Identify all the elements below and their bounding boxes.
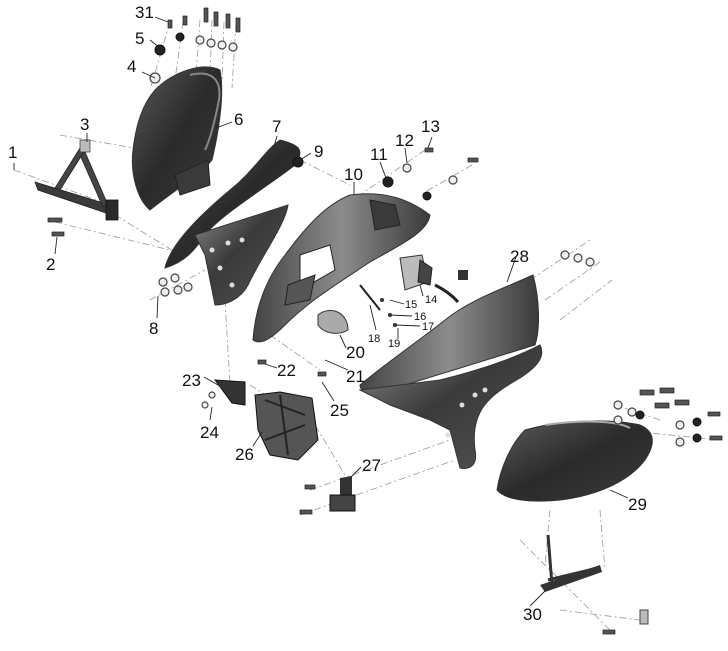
assembly-lines [13, 19, 721, 631]
label-19: 19 [388, 338, 400, 350]
mounting-brackets [213, 379, 356, 512]
label-9: 9 [314, 142, 323, 161]
label-24: 24 [200, 423, 219, 442]
label-12: 12 [395, 131, 414, 150]
label-28: 28 [510, 247, 529, 266]
shroud-panel-7 [164, 139, 301, 306]
label-20: 20 [346, 343, 365, 362]
right-shroud-28 [358, 274, 543, 469]
tank-cover-10 [252, 193, 431, 343]
label-18: 18 [368, 333, 380, 345]
label-8: 8 [149, 319, 158, 338]
label-16: 16 [414, 311, 426, 323]
label-14: 14 [425, 294, 437, 306]
label-26: 26 [235, 445, 254, 464]
leader-lines [13, 16, 629, 607]
label-6: 6 [234, 110, 243, 129]
label-1: 1 [8, 143, 17, 162]
label-29: 29 [628, 495, 647, 514]
label-5: 5 [135, 29, 144, 48]
label-30: 30 [523, 605, 542, 624]
callout-labels: 1 2 3 4 5 6 7 8 9 10 11 12 13 14 15 16 1… [8, 3, 647, 624]
label-10: 10 [344, 165, 363, 184]
side-cover-6 [131, 66, 223, 211]
bolt-fasteners [47, 7, 723, 635]
right-frame-bracket [540, 534, 649, 625]
label-15: 15 [405, 299, 417, 311]
label-4: 4 [127, 57, 136, 76]
label-2: 2 [46, 255, 55, 274]
label-11: 11 [370, 145, 388, 164]
left-frame-bracket [34, 139, 119, 221]
label-27: 27 [362, 456, 381, 475]
label-17: 17 [422, 321, 434, 333]
side-cover-29 [496, 420, 653, 502]
label-23: 23 [182, 371, 201, 390]
label-22: 22 [277, 361, 296, 380]
label-3: 3 [80, 115, 89, 134]
small-hardware-cluster [317, 254, 468, 334]
label-7: 7 [272, 117, 281, 136]
label-31: 31 [135, 3, 154, 22]
label-25: 25 [330, 401, 349, 420]
label-13: 13 [421, 117, 440, 136]
label-21: 21 [346, 367, 365, 386]
